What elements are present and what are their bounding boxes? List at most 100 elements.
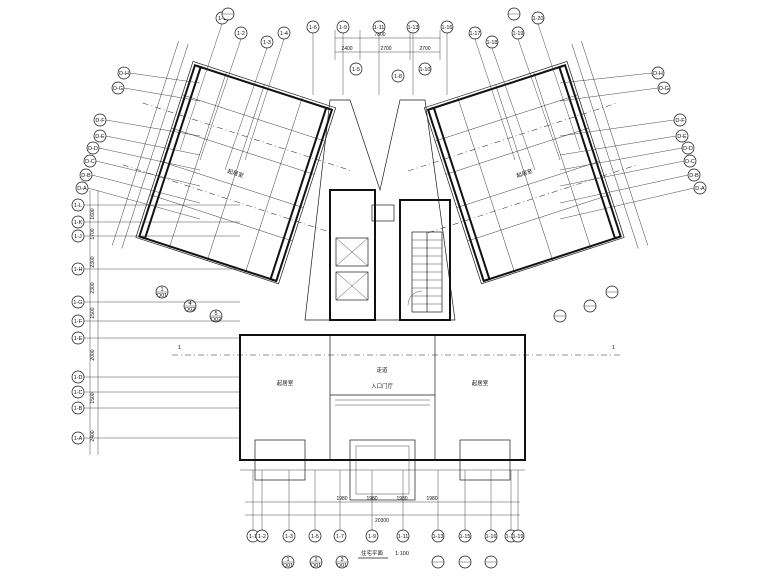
axis-tl-1-4: 1-4 (280, 31, 288, 37)
dim-top-1: 2400 (341, 46, 352, 52)
bottom-dimension-chain: 1980 1980 1980 1980 20300 (245, 496, 520, 524)
axis-right-d-d-bubble (681, 141, 695, 155)
central-core (304, 99, 456, 321)
axis-bottom-1-18: 1-18 (505, 534, 516, 540)
axis-ll-1-f-bubble (71, 314, 85, 328)
dim-left-2: 1700 (90, 228, 96, 239)
axis-left-d-a: D-A (77, 186, 87, 192)
axis-ll-1-l: 1-L (74, 203, 82, 209)
top-left-axis-bubbles: 1-1 1-2 1-3 1-4 (179, 11, 291, 171)
axis-ll-1-b: 1-B (74, 406, 83, 412)
lower-body: 1 1 起居室 起居室 入口门厅 走道 (172, 334, 620, 501)
dim-left-5: 1500 (90, 307, 96, 318)
detail-ref-4-num: 4 (188, 301, 191, 307)
axis-ll-1-g-bubble (71, 295, 85, 309)
axis-ll-1-d: 1-D (74, 375, 83, 381)
axis-bottom-1-7: 1-7 (336, 534, 344, 540)
detail-ref-b3-num: 3 (340, 557, 343, 563)
axis-right-d-h-gridline (559, 72, 653, 84)
axis-ll-1-c: 1-C (74, 390, 83, 396)
axis-bottom-1-1: 1-1 (249, 534, 257, 540)
axis-left-d-e-bubble (93, 129, 107, 143)
axis-left-d-a-gridline (87, 187, 201, 220)
right-wing: 起居室 (407, 40, 649, 285)
room-lower-right: 起居室 (472, 379, 489, 387)
axis-bottom-1-2: 1-2 (258, 534, 266, 540)
dim-bottom-4: 1980 (426, 496, 437, 502)
room-right-wing: 起居室 (515, 167, 534, 180)
axis-bottom-1-7-bubble (333, 529, 347, 543)
detail-ref-b3-sheet: Q01 (337, 563, 347, 569)
bottom-detail-refs: 1 Q01 2 Q01 3 Q01 (281, 555, 498, 569)
dim-bottom-1: 1980 (336, 496, 347, 502)
dim-left-7: 1500 (90, 392, 96, 403)
axis-ll-1-h: 1-H (74, 267, 83, 273)
axis-bottom-1-15-bubble (458, 529, 472, 543)
room-hall: 入口门厅 (371, 382, 394, 390)
dim-left-4: 2300 (90, 282, 96, 293)
axis-bottom-1-13-bubble (431, 529, 445, 543)
top-dimension-chain: 7800 2400 2700 2700 (334, 30, 441, 60)
room-lower-left: 起居室 (277, 379, 294, 387)
left-dimension-chain: 1600 1700 2300 2300 1500 2000 1500 2400 (89, 190, 99, 455)
axis-top-1-13: 1-13 (407, 25, 418, 31)
axis-right-d-e-gridline (559, 135, 677, 156)
detail-ref-5-num: 5 (214, 311, 217, 317)
room-corridor: 走道 (376, 366, 388, 374)
axis-bottom-1-11: 1-11 (398, 534, 409, 540)
axis-bottom-1-3: 1-3 (285, 534, 293, 540)
axis-top-1-6: 1-6 (309, 25, 317, 31)
detail-ref-b1-sheet: Q01 (283, 563, 293, 569)
dim-bottom-total: 20300 (375, 518, 389, 524)
axis-top-1-9: 1-9 (339, 25, 347, 31)
axis-left-d-h: D-H (119, 71, 129, 77)
axis-left-d-e: D-E (95, 134, 105, 140)
axis-right-d-h-bubble (651, 66, 665, 80)
right-upper-axis: D-HD-GD-FD-ED-DD-CD-BD-A (559, 66, 707, 220)
axis-left-d-e-gridline (105, 135, 201, 156)
axis-bottom-1-19-bubble (511, 529, 525, 543)
axis-tl-1-3: 1-3 (263, 40, 271, 46)
axis-right-d-b: D-B (689, 173, 699, 179)
dim-bottom-3: 1980 (396, 496, 407, 502)
detail-ref-1-num: 1 (160, 287, 163, 293)
dim-left-1: 1600 (90, 208, 96, 219)
axis-bottom-1-5-bubble (308, 529, 322, 543)
axis-ll-1-e: 1-E (74, 336, 83, 342)
dim-top-3: 2700 (419, 46, 430, 52)
left-upper-axis: D-HD-GD-FD-ED-DD-CD-BD-A (75, 66, 201, 220)
axis-left-d-f-bubble (93, 113, 107, 127)
axis-right-d-g: D-G (659, 86, 669, 92)
drawing-title: 住宅平面 (361, 549, 384, 557)
top-axis-bubbles: 1-6 1-9 1-11 1-13 1-16 1-5 1-8 1-10 (306, 20, 454, 95)
axis-right-d-e-bubble (675, 129, 689, 143)
axis-right-d-h: D-H (653, 71, 663, 77)
axis-ll-1-k-bubble (71, 215, 85, 229)
detail-ref-b2-num: 2 (314, 557, 317, 563)
dim-left-6: 2000 (90, 349, 96, 360)
axis-bottom-1-15: 1-15 (459, 534, 470, 540)
dim-left-8: 2400 (90, 430, 96, 441)
top-right-axis-bubbles: 1-17 1-18 1-19 1-20 (468, 11, 581, 171)
axis-left-d-a-bubble (75, 181, 89, 195)
axis-left-d-g: D-G (113, 86, 123, 92)
axis-tr-1-20: 1-20 (532, 16, 543, 22)
axis-ll-1-h-bubble (71, 262, 85, 276)
axis-left-d-c-gridline (95, 160, 201, 187)
axis-bottom-1-2-bubble (255, 529, 269, 543)
section-mark-right: 1 (612, 345, 615, 351)
axis-right-d-d: D-D (683, 146, 693, 152)
axis-ll-1-e-bubble (71, 331, 85, 345)
detail-references: 1 Q01 4 Q02 5 Q02 (155, 7, 619, 323)
axis-right-d-a-bubble (693, 181, 707, 195)
axis-left-d-g-bubble (111, 81, 125, 95)
drawing-title-block: 住宅平面 1:100 (358, 549, 409, 559)
axis-right-d-b-gridline (559, 174, 689, 204)
axis-ll-1-a: 1-A (74, 436, 83, 442)
axis-ll-1-c-bubble (71, 385, 85, 399)
axis-left-d-d-bubble (86, 141, 100, 155)
left-lower-axis: 1-L1-K1-J1-H1-G1-F1-E1-D1-C1-B1-A (71, 198, 240, 445)
axis-ll-1-b-bubble (71, 401, 85, 415)
axis-left-d-h-bubble (117, 66, 131, 80)
